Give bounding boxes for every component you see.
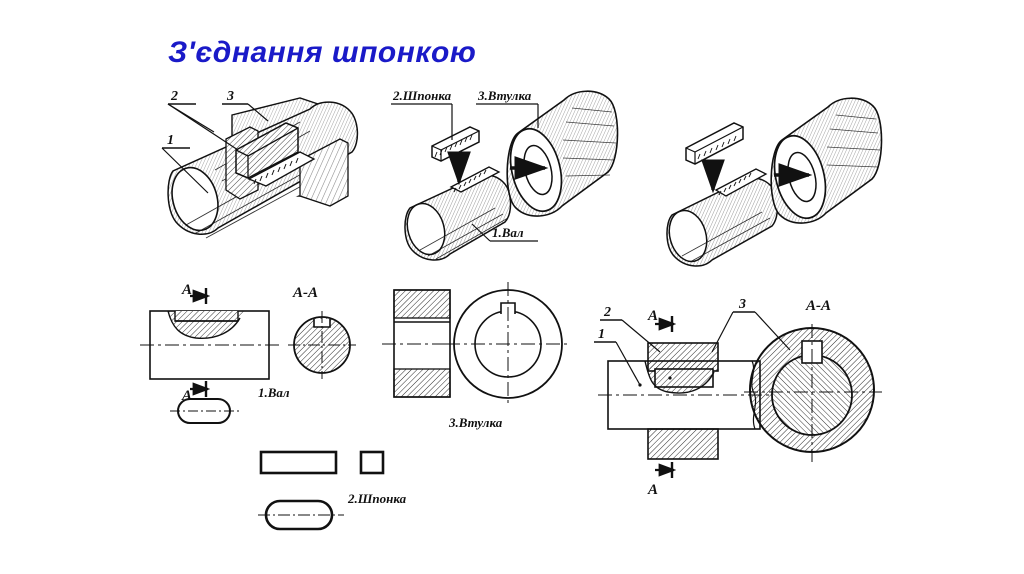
iso-assembled-figure: 2 3 1 xyxy=(161,89,359,243)
key-side-view xyxy=(259,450,338,475)
iso-exploded-labels: 2.Шпонка 3.Втулка 1.Вал xyxy=(391,88,539,242)
section-view-label-assembly: A-A xyxy=(805,298,831,314)
section-letter-a-top-assembly: A xyxy=(647,308,658,324)
section-letter-a-top-shaft: A xyxy=(181,282,192,298)
bushing-hatch-top xyxy=(393,289,451,319)
assembly-callout-3: 3 xyxy=(738,297,746,312)
assembly-callout-2: 2 xyxy=(603,305,611,320)
key-top-view xyxy=(258,499,344,531)
section-letter-a-bottom-assembly: A xyxy=(647,482,658,498)
shaft-section-aa: A-A xyxy=(288,285,356,379)
exploded-key xyxy=(431,126,480,186)
section-view-label-shaft: A-A xyxy=(292,285,318,301)
label-shaft: 1.Вал xyxy=(492,225,524,240)
iso-exploded-plain-figure xyxy=(666,97,883,267)
iso-exploded-labeled-figure: 2.Шпонка 3.Втулка 1.Вал xyxy=(391,88,619,261)
label-bushing: 3.Втулка xyxy=(477,88,532,103)
exploded-shaft xyxy=(404,166,512,261)
assembly-section-aa: A-A xyxy=(744,298,882,462)
shaft-keyway-top-view xyxy=(170,398,240,424)
section-letter-a-bottom-shaft: A xyxy=(181,388,192,404)
assembly-keyway-hatch xyxy=(645,361,718,394)
ortho-key-views: 2.Шпонка xyxy=(258,450,407,531)
ortho-shaft-views: A A 1.Вал A-A xyxy=(140,282,356,424)
exploded-bushing xyxy=(506,90,619,217)
shaft-keyway-slot xyxy=(247,151,316,187)
caption-shaft: 1.Вал xyxy=(258,385,290,400)
callout-3-top: 3 xyxy=(226,89,234,104)
assembly-bushing-bottom xyxy=(647,428,719,460)
assembly-callouts: 2 1 3 xyxy=(594,297,791,387)
callout-1-top: 1 xyxy=(167,133,174,148)
section-mark-a-top-shaft: A xyxy=(181,282,211,304)
key-end-view xyxy=(359,450,385,475)
iso-assembled-callouts: 2 3 1 xyxy=(161,89,269,194)
bushing-front-view xyxy=(446,282,570,406)
caption-bushing: 3.Втулка xyxy=(448,415,503,430)
label-key: 2.Шпонка xyxy=(392,88,452,103)
caption-key: 2.Шпонка xyxy=(347,491,407,506)
section-mark-a-bottom-assembly: A xyxy=(647,462,677,498)
key-block xyxy=(235,122,299,179)
plain-shaft xyxy=(666,168,779,267)
page-title: З'єднання шпонкою xyxy=(168,36,477,69)
bushing-hatch-bottom xyxy=(393,368,451,398)
section-mark-a-bottom-shaft: A xyxy=(181,381,211,404)
plain-bushing xyxy=(770,97,883,224)
assembly-callout-1: 1 xyxy=(598,327,605,342)
callout-2-top: 2 xyxy=(170,89,178,104)
plain-key xyxy=(685,122,744,194)
ortho-bushing-views: 3.Втулка xyxy=(382,282,570,430)
ortho-assembly-views: A A xyxy=(594,297,882,498)
section-mark-a-top-assembly: A xyxy=(647,308,677,332)
